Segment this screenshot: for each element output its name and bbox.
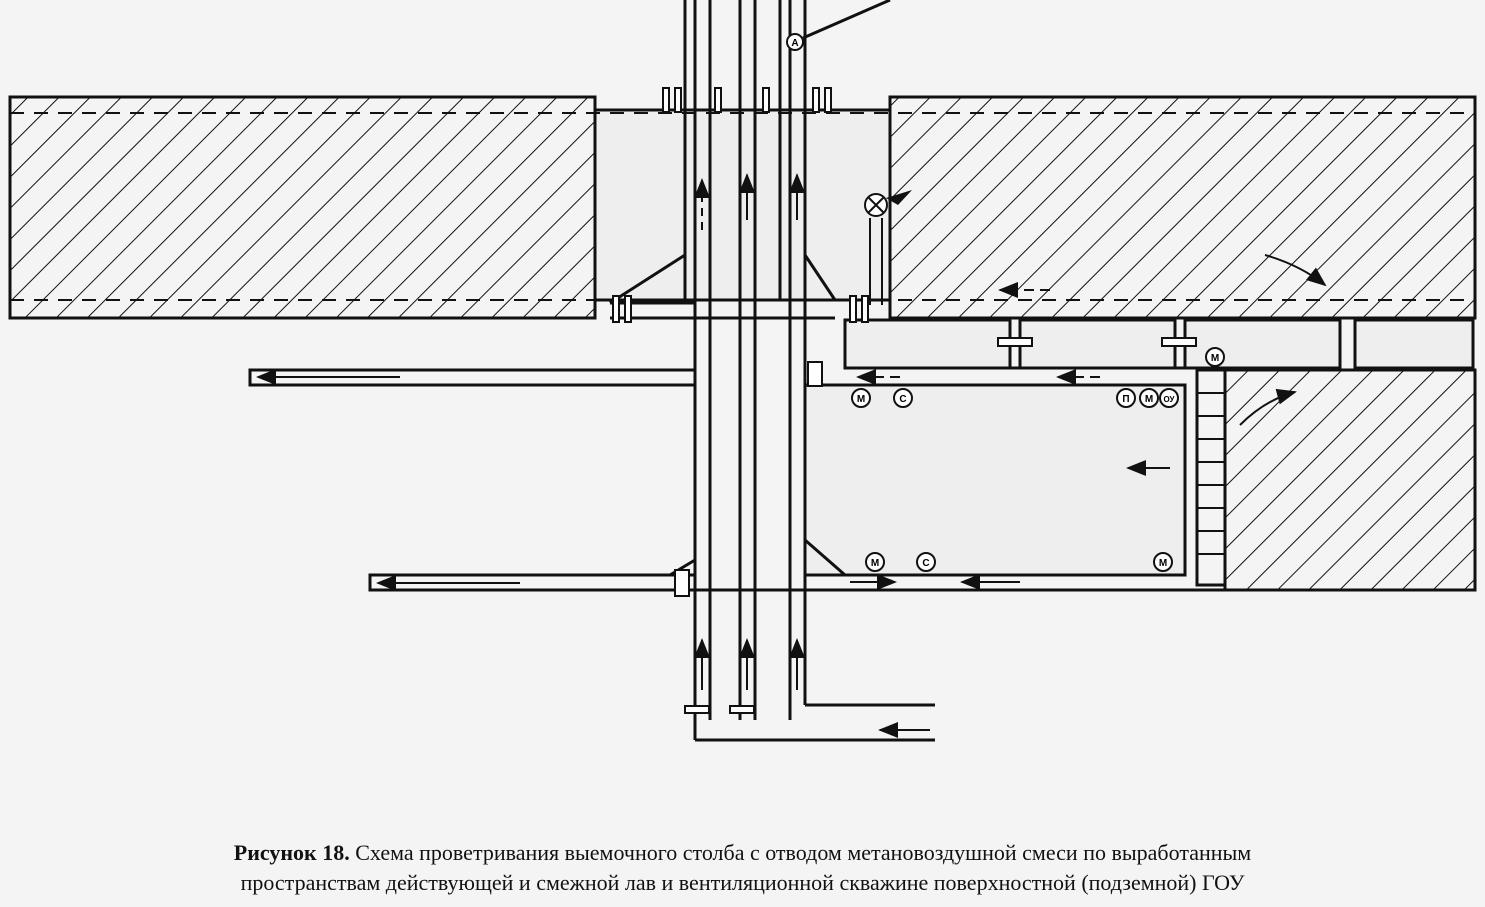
- airflow-arrows: [256, 173, 1327, 738]
- pillar-panels: [843, 318, 1475, 370]
- goaf-area: [1223, 368, 1477, 592]
- svg-text:М: М: [857, 394, 865, 405]
- sensor-m: М: [1205, 347, 1225, 367]
- figure-number: Рисунок 18.: [233, 840, 350, 865]
- drifts: [248, 301, 1225, 742]
- figure-caption: Рисунок 18. Схема проветривания выемочно…: [0, 838, 1485, 898]
- svg-text:М: М: [871, 558, 879, 569]
- svg-text:A: A: [791, 38, 798, 49]
- caption-line-2: пространствам действующей и смежной лав …: [240, 870, 1245, 895]
- sensor-p: П: [1116, 388, 1136, 408]
- svg-text:С: С: [922, 558, 929, 569]
- shaft-doors: [612, 87, 869, 714]
- sensor-c: С: [916, 552, 936, 572]
- sensor-ou: ОУ: [1159, 388, 1179, 408]
- sensor-m: М: [1153, 552, 1173, 572]
- main-fan: A: [786, 0, 891, 51]
- sensor-m: М: [851, 388, 871, 408]
- sensor-c: С: [893, 388, 913, 408]
- ventilation-doors: [997, 337, 1197, 347]
- degassing-fan: [864, 190, 912, 305]
- svg-text:П: П: [1122, 394, 1129, 405]
- svg-text:ОУ: ОУ: [1164, 395, 1176, 404]
- main-shafts: [609, 0, 846, 740]
- upper-rock-band: [8, 95, 1477, 320]
- svg-text:М: М: [1159, 558, 1167, 569]
- sensor-m: М: [865, 552, 885, 572]
- sensor-m: М: [1139, 388, 1159, 408]
- ventilation-diagram: A М С П М ОУ М М С М: [8, 0, 1477, 742]
- svg-text:М: М: [1211, 353, 1219, 364]
- svg-text:М: М: [1145, 394, 1153, 405]
- svg-text:С: С: [899, 394, 906, 405]
- caption-line-1: Схема проветривания выемочного столба с …: [355, 840, 1252, 865]
- extraction-panel: [803, 383, 1187, 577]
- longwall-face: [1195, 368, 1227, 587]
